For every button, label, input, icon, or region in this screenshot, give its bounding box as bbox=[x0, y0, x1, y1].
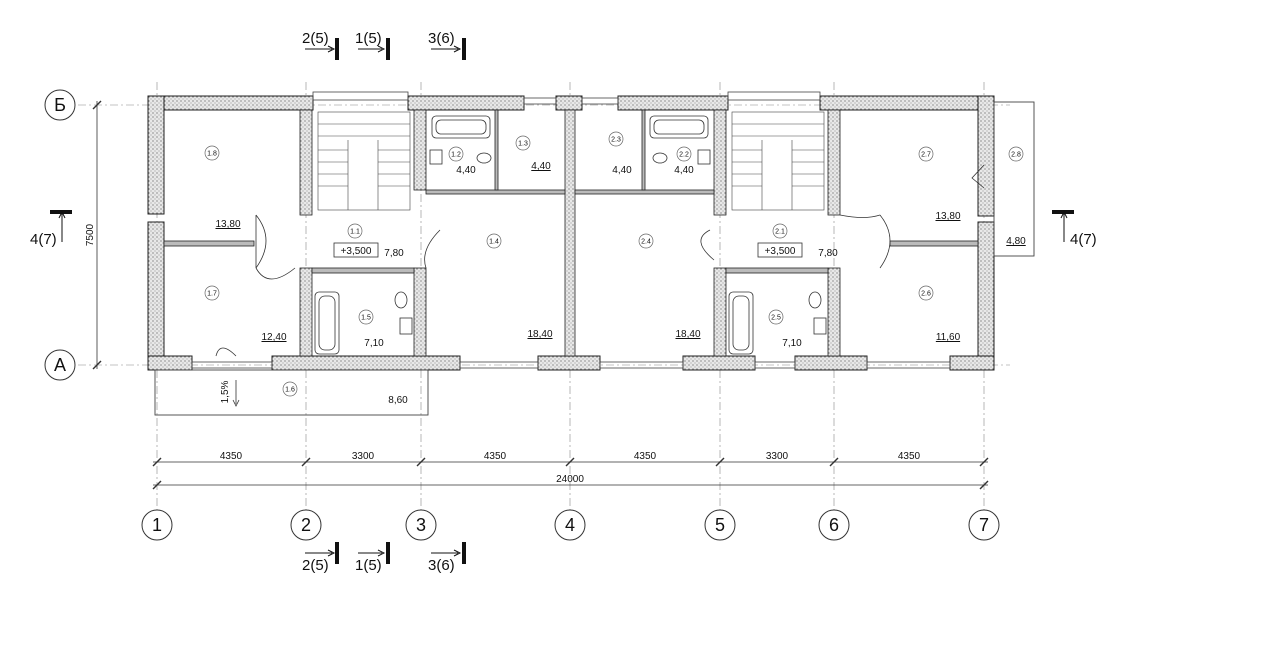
room-area: 4,40 bbox=[456, 165, 476, 176]
section-mark: 2(5) bbox=[302, 557, 329, 574]
room-area: 8,60 bbox=[388, 395, 408, 406]
room-area: 12,40 bbox=[261, 332, 286, 343]
axis-bubbles bbox=[44, 89, 1000, 541]
room-number: 2.4 bbox=[641, 239, 651, 246]
level-marks: +3,500 +3,500 bbox=[333, 242, 803, 258]
room-number: 1.7 bbox=[207, 291, 217, 298]
axis-label-4: 4 bbox=[565, 515, 575, 535]
room-number: 2.7 bbox=[921, 152, 931, 159]
room-number: 2.2 bbox=[679, 152, 689, 159]
level-mark: +3,500 bbox=[341, 246, 372, 257]
room-number: 1.2 bbox=[451, 152, 461, 159]
span-dimension: 4350 bbox=[220, 451, 243, 462]
section-mark-right: 4(7) bbox=[1052, 210, 1097, 248]
room-labels: 1.8 13,80 1.7 12,40 1.1 7,80 1.2 4,40 1.… bbox=[204, 131, 1026, 406]
span-dimension: 4350 bbox=[634, 451, 657, 462]
section-mark: 4(7) bbox=[30, 231, 57, 248]
height-dimension: 7500 bbox=[85, 223, 96, 246]
axis-label-5: 5 bbox=[715, 515, 725, 535]
room-number: 1.6 bbox=[285, 387, 295, 394]
axis-label-b: Б bbox=[54, 95, 66, 115]
section-mark: 1(5) bbox=[355, 30, 382, 47]
room-area: 13,80 bbox=[935, 211, 960, 222]
dimension-lines bbox=[92, 100, 989, 490]
room-number: 1.1 bbox=[350, 229, 360, 236]
total-dimension: 24000 bbox=[556, 474, 584, 485]
room-area: 7,10 bbox=[364, 338, 384, 349]
staircases bbox=[317, 111, 825, 211]
section-marks-top: 2(5) 1(5) 3(6) bbox=[302, 30, 466, 60]
axis-label-a: А bbox=[54, 355, 66, 375]
axis-label-6: 6 bbox=[829, 515, 839, 535]
section-mark: 2(5) bbox=[302, 30, 329, 47]
room-area: 13,80 bbox=[215, 219, 240, 230]
section-mark: 1(5) bbox=[355, 557, 382, 574]
dimension-values: 4350 3300 4350 4350 3300 4350 24000 7500 bbox=[85, 223, 921, 485]
section-mark: 3(6) bbox=[428, 557, 455, 574]
door-swings bbox=[215, 164, 985, 357]
room-number: 1.4 bbox=[489, 239, 499, 246]
level-mark: +3,500 bbox=[765, 246, 796, 257]
room-number: 2.3 bbox=[611, 137, 621, 144]
room-number: 1.8 bbox=[207, 151, 217, 158]
section-mark: 3(6) bbox=[428, 30, 455, 47]
axis-label-2: 2 bbox=[301, 515, 311, 535]
room-area: 4,40 bbox=[612, 165, 632, 176]
axis-label-7: 7 bbox=[979, 515, 989, 535]
room-number: 2.1 bbox=[775, 229, 785, 236]
room-area: 4,40 bbox=[674, 165, 694, 176]
balconies bbox=[154, 101, 1035, 416]
span-dimension: 3300 bbox=[766, 451, 789, 462]
room-area: 7,80 bbox=[384, 248, 404, 259]
interior-walls bbox=[163, 109, 979, 357]
axis-label-1: 1 bbox=[152, 515, 162, 535]
section-mark: 4(7) bbox=[1070, 231, 1097, 248]
room-area: 4,40 bbox=[531, 161, 551, 172]
room-area: 18,40 bbox=[527, 329, 552, 340]
room-area: 7,80 bbox=[818, 248, 838, 259]
span-dimension: 4350 bbox=[898, 451, 921, 462]
windows bbox=[191, 91, 951, 369]
slope-text: 1,5% bbox=[220, 380, 231, 403]
room-number: 1.3 bbox=[518, 141, 528, 148]
room-number: 2.8 bbox=[1011, 152, 1021, 159]
room-area: 11,60 bbox=[936, 332, 961, 343]
span-dimension: 4350 bbox=[484, 451, 507, 462]
room-area: 18,40 bbox=[675, 329, 700, 340]
room-number: 1.5 bbox=[361, 315, 371, 322]
room-number: 2.5 bbox=[771, 315, 781, 322]
slope-mark: 1,5% bbox=[220, 380, 240, 407]
room-number: 2.6 bbox=[921, 291, 931, 298]
section-marks-bottom: 2(5) 1(5) 3(6) bbox=[302, 542, 466, 574]
room-area: 7,10 bbox=[782, 338, 802, 349]
room-area: 4,80 bbox=[1006, 236, 1026, 247]
sanitary-fixtures bbox=[314, 115, 827, 355]
axis-labels: 1 2 3 4 5 6 7 Б А bbox=[54, 95, 989, 535]
span-dimension: 3300 bbox=[352, 451, 375, 462]
axis-label-3: 3 bbox=[416, 515, 426, 535]
section-mark-left: 4(7) bbox=[30, 210, 72, 248]
